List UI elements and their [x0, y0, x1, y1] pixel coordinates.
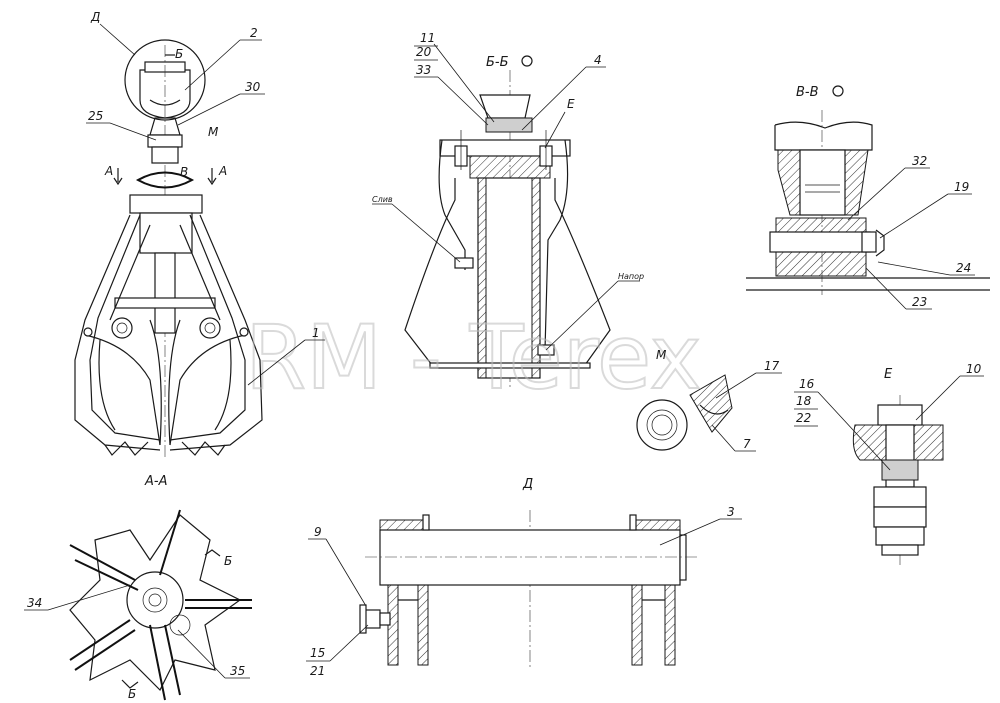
marker-m-main: М	[208, 125, 219, 139]
callouts: 2 30 25 1 11 20 33 4 32 19 24 23 17 7 16…	[24, 26, 984, 679]
callout-24: 24	[956, 261, 971, 275]
section-title-aa: А-А	[144, 474, 167, 489]
callout-21: 21	[310, 664, 325, 678]
callout-15: 15	[310, 646, 325, 660]
callout-22: 22	[796, 411, 811, 425]
marker-a-left: А	[104, 164, 113, 178]
marker-b-aa-top: Б	[224, 554, 232, 568]
section-title-bb: Б-Б	[486, 55, 509, 70]
watermark: RM - Terex	[245, 306, 702, 409]
marker-b-cut: В	[180, 165, 188, 179]
callout-1: 1	[312, 326, 320, 340]
callout-30: 30	[245, 80, 261, 94]
grapple-main-view	[74, 39, 263, 460]
section-aa-view	[69, 509, 252, 701]
callout-7: 7	[743, 437, 751, 451]
section-title-vv: В-В	[796, 85, 819, 100]
callout-19: 19	[954, 180, 969, 194]
callout-35: 35	[230, 664, 245, 678]
detail-m-view	[636, 374, 733, 451]
callout-18: 18	[796, 394, 812, 408]
marker-d-circle: Д	[90, 10, 100, 24]
callout-4: 4	[594, 53, 602, 67]
callout-25: 25	[88, 109, 103, 123]
callout-17: 17	[764, 359, 780, 373]
marker-m-detail: М	[656, 348, 667, 362]
annotation-napor: Напор	[618, 272, 644, 281]
section-vv-view	[746, 110, 990, 295]
callout-32: 32	[912, 154, 927, 168]
callout-11: 11	[420, 31, 435, 45]
section-vv-marker-circle	[832, 85, 844, 97]
section-title-e: Е	[884, 367, 893, 382]
marker-b-aa-bottom: Б	[128, 687, 136, 701]
section-bb-view	[404, 70, 611, 390]
annotation-sliv: Слив	[372, 195, 393, 204]
detail-d-view	[359, 510, 700, 670]
callout-3: 3	[727, 505, 735, 519]
callout-16: 16	[799, 377, 815, 391]
detail-e-view	[852, 395, 944, 565]
callout-20: 20	[416, 45, 432, 59]
callout-33: 33	[416, 63, 431, 77]
section-title-d: Д	[522, 477, 533, 492]
section-bb-marker-circle	[521, 55, 533, 67]
marker-a-right: А	[218, 164, 227, 178]
callout-9: 9	[314, 525, 322, 539]
marker-b-top: Б	[175, 47, 183, 61]
callout-10: 10	[966, 362, 982, 376]
marker-e-bb: Е	[567, 97, 575, 111]
callout-2: 2	[250, 26, 258, 40]
callout-23: 23	[912, 295, 927, 309]
callout-34: 34	[27, 596, 42, 610]
